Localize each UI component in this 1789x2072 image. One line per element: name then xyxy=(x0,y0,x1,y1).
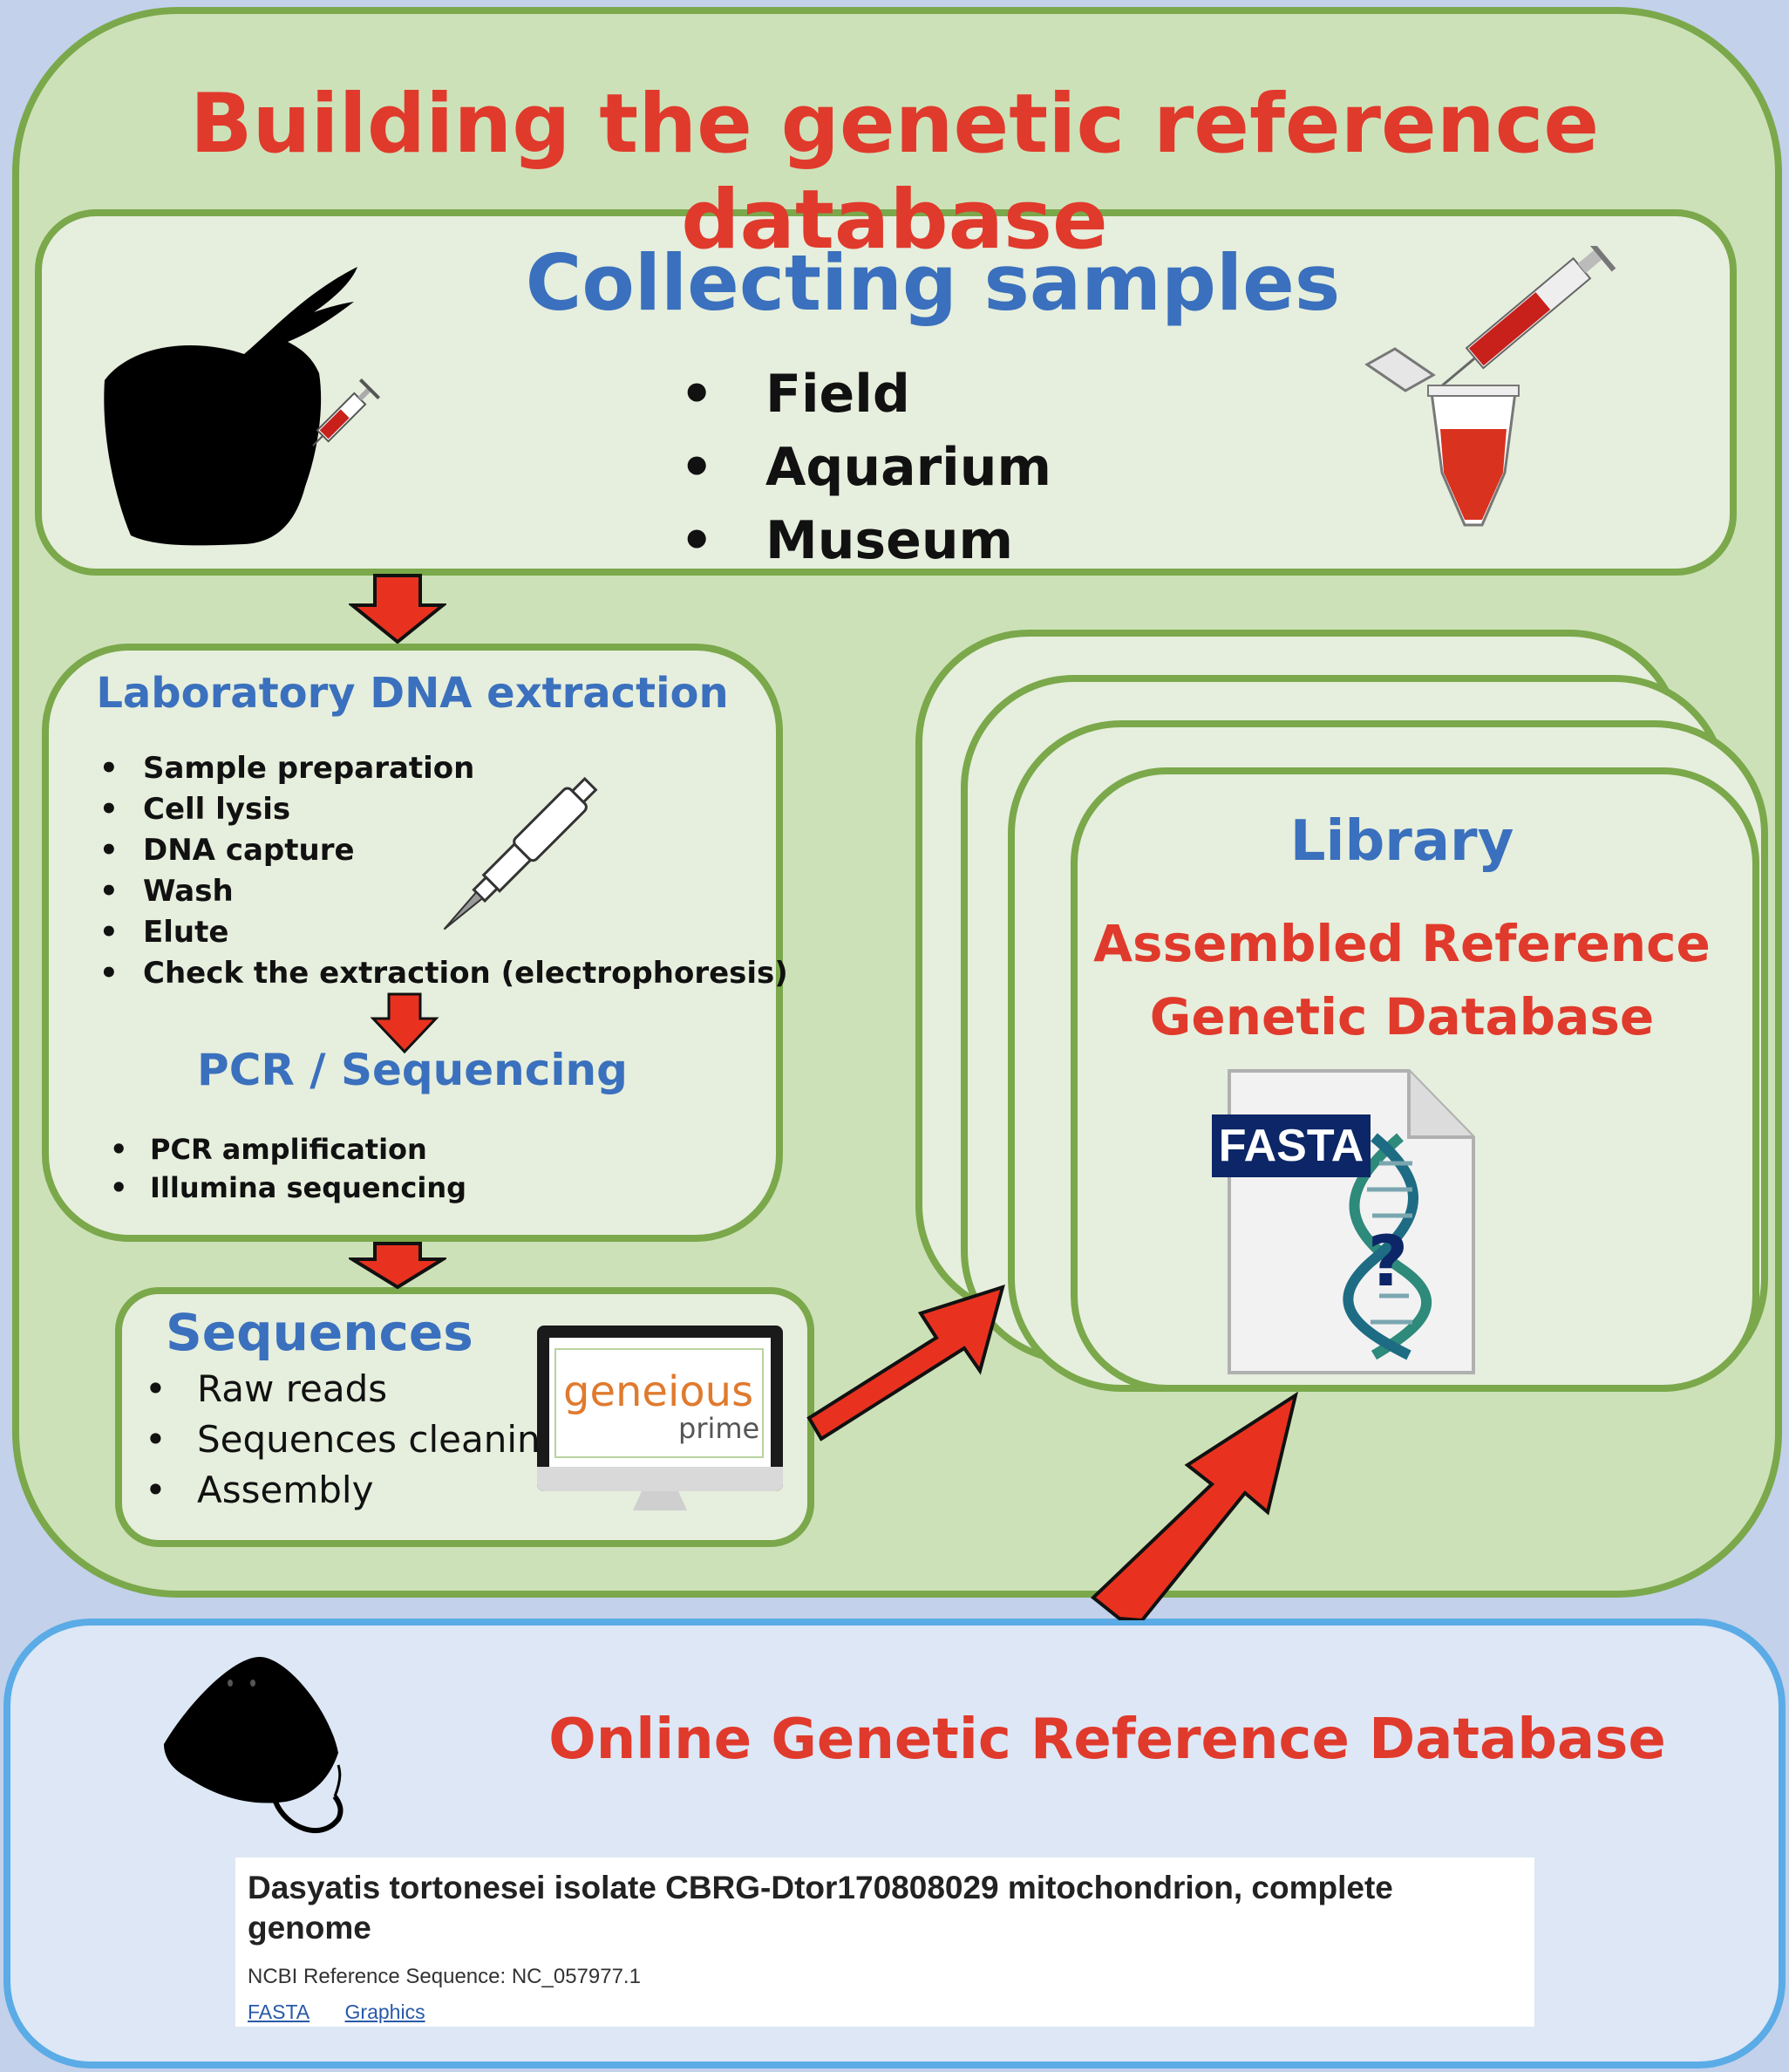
list-item: Sequences cleaning xyxy=(145,1414,563,1465)
graphics-link[interactable]: Graphics xyxy=(344,2000,425,2023)
monitor-chin xyxy=(537,1467,783,1491)
stingray-silhouette-2-icon xyxy=(164,1657,344,1834)
lab-list: Sample preparation Cell lysis DNA captur… xyxy=(99,748,788,994)
stingray-silhouette-icon xyxy=(104,267,357,546)
arrow-down-3-icon xyxy=(349,1242,446,1289)
list-item: Illumina sequencing xyxy=(110,1169,466,1207)
online-database-title: Online Genetic Reference Database xyxy=(548,1707,1666,1772)
ncbi-record-card: Dasyatis tortonesei isolate CBRG-Dtor170… xyxy=(235,1857,1534,2027)
ncbi-record-title: Dasyatis tortonesei isolate CBRG-Dtor170… xyxy=(248,1870,1393,1946)
library-title: Library xyxy=(1289,809,1514,874)
fasta-question-mark: ? xyxy=(1368,1221,1408,1302)
assembled-line-1: Assembled Reference xyxy=(1093,914,1711,973)
arrow-diagonal-2-icon xyxy=(1090,1392,1299,1620)
syringe-small-icon xyxy=(312,378,381,446)
list-item: Elute xyxy=(99,912,788,953)
arrow-down-2-icon xyxy=(370,992,439,1053)
pcr-list: PCR amplification Illumina sequencing xyxy=(110,1130,466,1207)
list-item: Assembly xyxy=(145,1465,563,1516)
arrow-diagonal-1-icon xyxy=(806,1284,1005,1442)
pipette-icon xyxy=(443,776,598,930)
monitor-display xyxy=(549,1338,771,1467)
sequences-list: Raw reads Sequences cleaning Assembly xyxy=(145,1364,563,1516)
list-item: Wash xyxy=(99,871,788,912)
assembled-database-title: Assembled Reference Genetic Database xyxy=(1071,907,1733,1053)
monitor-icon: geneious prime xyxy=(537,1326,783,1510)
list-item: DNA capture xyxy=(99,830,788,871)
fasta-label: FASTA xyxy=(1212,1114,1371,1177)
syringe-tube-icon xyxy=(1364,246,1616,527)
lab-title: Laboratory DNA extraction xyxy=(96,669,729,718)
logo-text-gene: geneious xyxy=(563,1367,754,1416)
list-item: Museum xyxy=(680,504,1051,577)
collecting-title: Collecting samples xyxy=(525,238,1341,328)
fasta-link[interactable]: FASTA xyxy=(248,2000,310,2023)
ncbi-reference-sequence: NCBI Reference Sequence: NC_057977.1 xyxy=(248,1965,641,1988)
geneious-logo: geneious prime xyxy=(554,1348,764,1458)
list-item: Field xyxy=(680,358,1051,431)
assembled-line-2: Genetic Database xyxy=(1149,987,1655,1046)
collecting-list: Field Aquarium Museum xyxy=(680,358,1051,577)
pcr-title: PCR / Sequencing xyxy=(197,1045,628,1095)
list-item: Sample preparation xyxy=(99,748,788,789)
list-item: Raw reads xyxy=(145,1364,563,1414)
list-item: Cell lysis xyxy=(99,789,788,830)
list-item: Aquarium xyxy=(680,431,1051,504)
monitor-stand-icon xyxy=(633,1491,687,1510)
ncbi-links: FASTA Graphics xyxy=(248,1999,1522,2025)
sequences-title: Sequences xyxy=(166,1303,473,1362)
list-item: PCR amplification xyxy=(110,1130,466,1169)
main-title: Building the genetic reference database xyxy=(189,77,1600,268)
list-item: Check the extraction (electrophoresis) xyxy=(99,953,788,994)
logo-text-prime: prime xyxy=(678,1412,760,1445)
arrow-down-1-icon xyxy=(349,574,446,644)
